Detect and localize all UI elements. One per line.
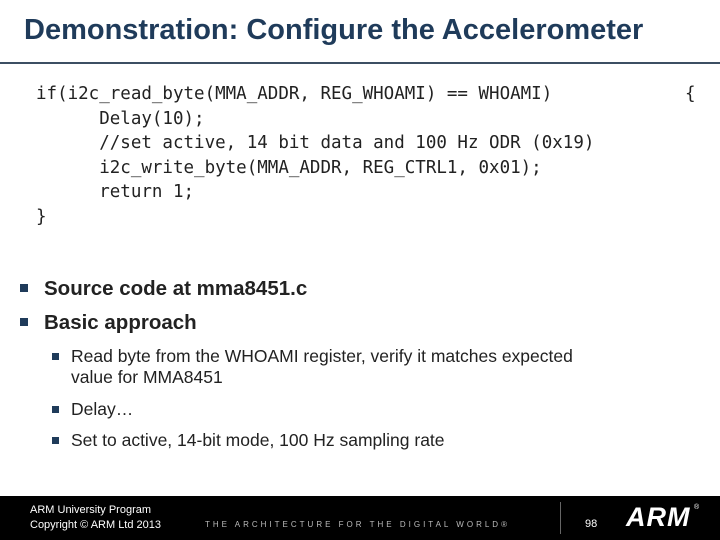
footer-copyright: Copyright © ARM Ltd 2013 <box>30 519 162 531</box>
footer-tagline: THE ARCHITECTURE FOR THE DIGITAL WORLD® <box>205 520 510 529</box>
sub-bullet-set-active: Set to active, 14-bit mode, 100 Hz sampl… <box>52 430 445 451</box>
page-number: 98 <box>585 518 598 530</box>
bullet-square-icon <box>20 284 28 292</box>
code-line: Delay(10); <box>36 108 205 129</box>
code-open-brace: { <box>685 84 696 104</box>
sub-bullet-text: Delay… <box>71 399 134 419</box>
logo-registered-mark: ® <box>694 504 700 511</box>
sub-bullet-read-byte: Read byte from the WHOAMI register, veri… <box>52 346 573 388</box>
bullet-square-icon <box>52 437 59 444</box>
code-line: if(i2c_read_byte(MMA_ADDR, REG_WHOAMI) =… <box>36 84 553 104</box>
code-line: i2c_write_byte(MMA_ADDR, REG_CTRL1, 0x01… <box>36 157 542 178</box>
arm-logo: ARM <box>626 502 691 532</box>
bullet-square-icon <box>20 318 28 326</box>
footer-divider <box>560 502 561 534</box>
bullet-square-icon <box>52 406 59 413</box>
code-block: if(i2c_read_byte(MMA_ADDR, REG_WHOAMI) =… <box>36 82 594 229</box>
bullet-source-code: Source code at mma8451.c <box>20 277 307 301</box>
title-divider <box>0 62 720 64</box>
sub-bullet-text-continued: value for MMA8451 <box>71 367 223 387</box>
code-line: //set active, 14 bit data and 100 Hz ODR… <box>36 133 595 153</box>
bullet-text: Basic approach <box>44 311 197 334</box>
slide-title: Demonstration: Configure the Acceleromet… <box>24 14 644 46</box>
bullet-text: Source code at mma8451.c <box>44 277 308 300</box>
sub-bullet-text: Read byte from the WHOAMI register, veri… <box>71 346 573 366</box>
code-line: } <box>36 206 47 227</box>
sub-bullet-delay: Delay… <box>52 399 133 420</box>
bullet-square-icon <box>52 353 59 360</box>
footer-program: ARM University Program <box>30 504 152 516</box>
sub-bullet-text: Set to active, 14-bit mode, 100 Hz sampl… <box>71 430 445 450</box>
code-line: return 1; <box>36 182 195 202</box>
bullet-basic-approach: Basic approach <box>20 311 197 335</box>
footer-bar: ARM University Program Copyright © ARM L… <box>0 496 720 540</box>
footer-program-info: ARM University Program Copyright © ARM L… <box>30 503 161 533</box>
